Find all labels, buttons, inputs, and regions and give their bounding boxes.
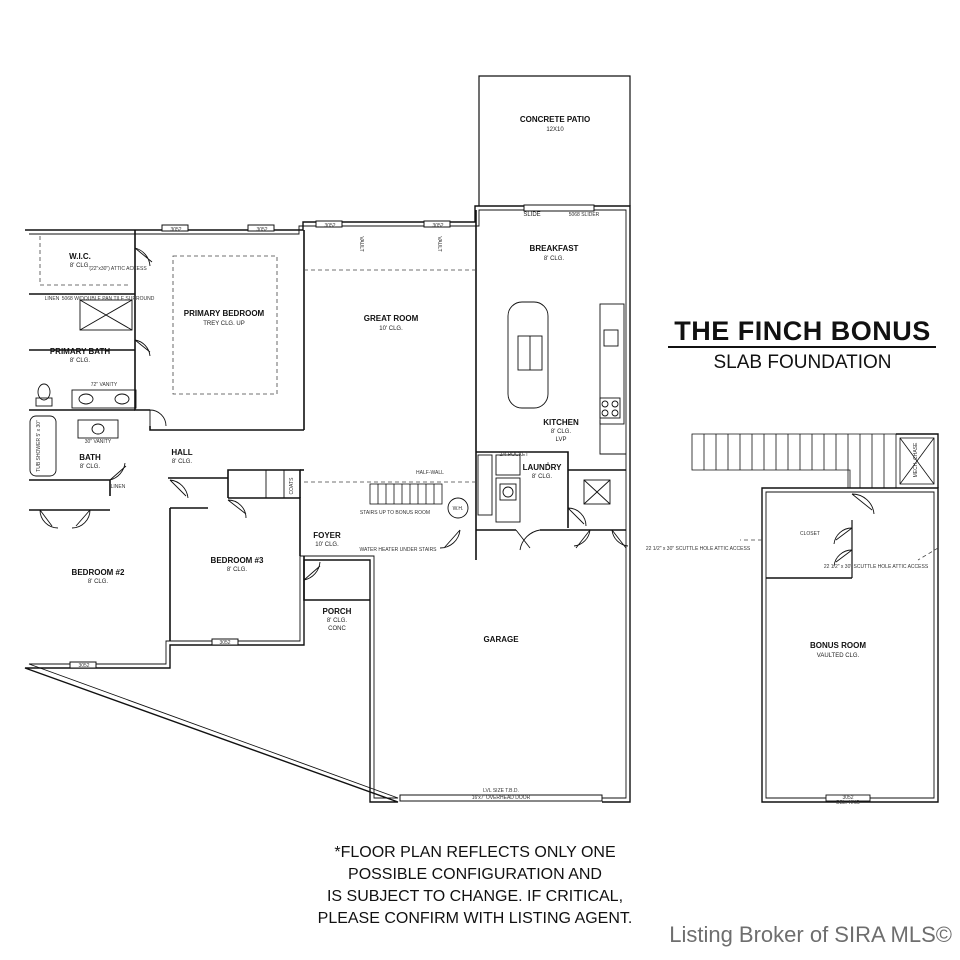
label-hall: HALL — [171, 448, 192, 457]
note-vault-right: VAULT — [436, 236, 442, 251]
label-garage-door: 16'x7' OVERHEAD DOOR — [472, 795, 531, 801]
note-wh: W.H. — [453, 506, 464, 512]
label-kitchen: KITCHEN — [543, 418, 579, 427]
dashed-lines — [39, 236, 549, 483]
label-garage: GARAGE — [483, 635, 519, 644]
note-vault-left: VAULT — [358, 236, 364, 251]
label-closet: CLOSET — [800, 531, 820, 537]
title-underline — [668, 346, 936, 348]
note-linen-hall: LINEN — [111, 484, 126, 490]
note-stairs: STAIRS UP TO BONUS ROOM — [360, 510, 430, 516]
label-breakfast-sub: 8' CLG. — [544, 256, 564, 262]
label-wic: W.I.C. — [69, 252, 91, 261]
laundry-fixtures — [447, 454, 611, 523]
label-patio: CONCRETE PATIO — [520, 115, 590, 124]
plan-notes: SLIDE 5068 SLIDER VAULT VAULT HALF-WALL … — [36, 212, 929, 806]
label-bath-sub: 8' CLG. — [80, 464, 100, 470]
note-tub: TUB SHOWER 5' x 30" — [36, 420, 42, 472]
note-window-b: 3052 — [256, 227, 267, 233]
bath-fixtures — [29, 299, 285, 499]
note-vanity-30: 30" VANITY — [85, 439, 112, 445]
note-window-d: 3052 — [432, 223, 443, 229]
mls-watermark: Listing Broker of SIRA MLS© — [669, 922, 952, 947]
label-kitchen-sub: 8' CLG. — [551, 429, 571, 435]
label-hall-sub: 8' CLG. — [172, 459, 192, 465]
plan-title: THE FINCH BONUS — [674, 316, 931, 346]
note-linen-top: LINEN — [45, 296, 60, 302]
note-attic-access: (22"x30") ATTIC ACCESS — [89, 266, 147, 272]
disclaimer: *FLOOR PLAN REFLECTS ONLY ONE POSSIBLE C… — [290, 842, 660, 930]
disclaimer-line-2: POSSIBLE CONFIGURATION AND — [348, 866, 602, 883]
label-kitchen-sub2: LVP — [556, 437, 567, 443]
label-breakfast: BREAKFAST — [530, 244, 579, 253]
label-bedroom3: BEDROOM #3 — [211, 556, 264, 565]
door-swings — [39, 247, 629, 581]
label-mech-chase: MECH. CHASE — [913, 442, 919, 477]
label-great-room: GREAT ROOM — [364, 314, 419, 323]
label-porch: PORCH — [323, 607, 352, 616]
label-porch-sub2: CONC — [328, 626, 346, 632]
note-window-f: 3052 — [219, 640, 230, 646]
label-porch-sub: 8' CLG. — [327, 618, 347, 624]
disclaimer-line-3: IS SUBJECT TO CHANGE. IF CRITICAL, — [326, 888, 624, 905]
note-scuttle-left: 22 1/2" x 30" SCUTTLE HOLE ATTIC ACCESS — [646, 546, 751, 552]
windows — [69, 204, 603, 802]
note-half-wall: HALF-WALL — [416, 470, 444, 476]
note-window-g: 3052 — [842, 795, 853, 801]
stairs-main — [369, 483, 443, 505]
label-bedroom3-sub: 8' CLG. — [227, 567, 247, 573]
interior-walls — [29, 210, 626, 641]
label-wic-sub: 8' CLG. — [70, 263, 90, 269]
label-primary-bedroom-sub: TREY CLG. UP — [203, 321, 245, 327]
label-bonus-room-sub: VAULTED CLG. — [817, 653, 860, 659]
room-labels: CONCRETE PATIO 12X10 BREAKFAST 8' CLG. G… — [50, 115, 919, 801]
label-bonus-room: BONUS ROOM — [810, 641, 866, 650]
disclaimer-line-1: *FLOOR PLAN REFLECTS ONLY ONE — [334, 844, 616, 861]
label-laundry-sub: 8' CLG. — [532, 474, 552, 480]
note-pocket: 2/4 POCKET — [500, 452, 529, 458]
note-dbl-hung: DBL. HNG — [836, 800, 860, 806]
label-laundry: LAUNDRY — [523, 463, 562, 472]
note-scuttle-right: 22 1/2" x 30" SCUTTLE HOLE ATTIC ACCESS — [824, 564, 929, 570]
label-bedroom2-sub: 8' CLG. — [88, 579, 108, 585]
bonus-stairs — [691, 433, 935, 489]
bonus-dashed — [740, 539, 939, 561]
bonus-doors — [825, 493, 875, 802]
label-primary-bath-sub: 8' CLG. — [70, 358, 90, 364]
label-foyer: FOYER — [313, 531, 341, 540]
kitchen-fixtures — [507, 301, 626, 455]
label-bedroom2: BEDROOM #2 — [72, 568, 125, 577]
plan-subtitle: SLAB FOUNDATION — [713, 352, 892, 373]
note-slider: 5068 SLIDER — [569, 212, 600, 218]
disclaimer-line-4: PLEASE CONFIRM WITH LISTING AGENT. — [317, 910, 633, 927]
label-patio-sub: 12X10 — [546, 127, 564, 133]
patio-outline — [478, 75, 631, 206]
bonus-walls — [761, 433, 939, 803]
note-coats: COATS — [289, 477, 295, 495]
label-foyer-sub: 10' CLG. — [315, 542, 339, 548]
note-vanity-72: 72" VANITY — [91, 382, 118, 388]
label-primary-bath: PRIMARY BATH — [50, 347, 111, 356]
label-primary-bedroom: PRIMARY BEDROOM — [184, 309, 265, 318]
note-shower: 5068 W/DOUBLE PAN TILE SURROUND — [62, 296, 155, 302]
note-window-e: 3052 — [78, 663, 89, 669]
label-great-room-sub: 10' CLG. — [379, 326, 403, 332]
note-slide: SLIDE — [523, 212, 540, 218]
label-bath: BATH — [79, 453, 101, 462]
note-window-c: 3052 — [324, 223, 335, 229]
note-window-a: 3052 — [170, 227, 181, 233]
label-garage-sub: LVL SIZE T.B.D. — [483, 788, 519, 794]
note-water-heater: WATER HEATER UNDER STAIRS — [359, 547, 437, 553]
